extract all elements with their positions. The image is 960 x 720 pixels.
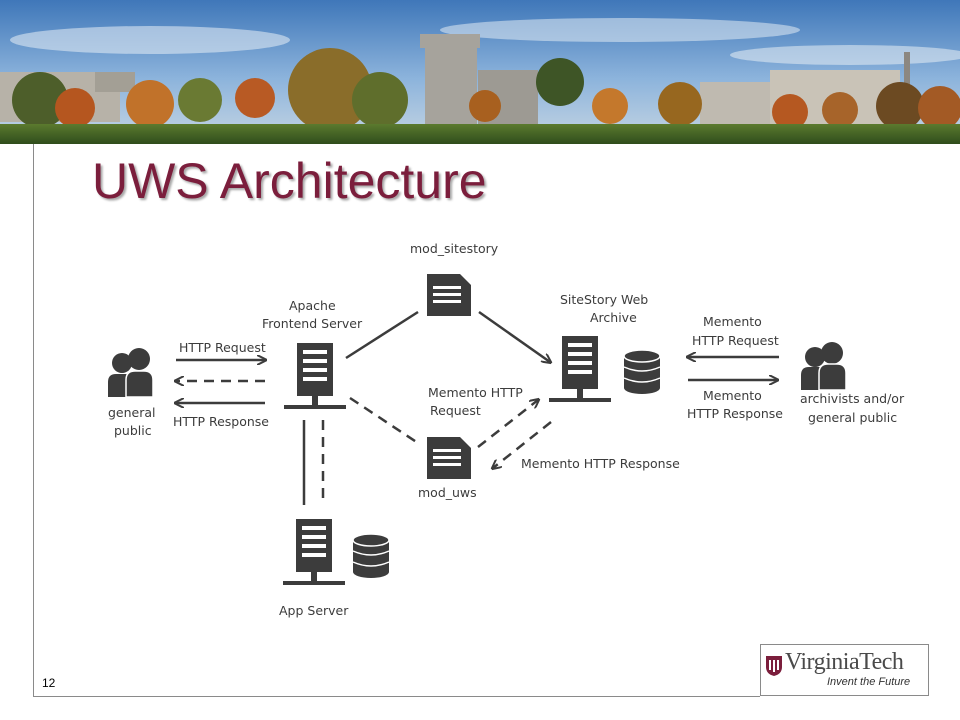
- sitestory-to-archive-arrow: [478, 310, 550, 362]
- memento-response-label-2: HTTP Response: [687, 406, 783, 421]
- apache-label-2: Frontend Server: [262, 316, 363, 331]
- mod-sitestory-label: mod_sitestory: [410, 241, 499, 256]
- people-icon: [801, 342, 847, 391]
- apache-to-moduws-dashed-line: [349, 396, 419, 445]
- memento-http-label-1: Memento HTTP: [428, 385, 523, 400]
- campus-banner: [0, 0, 960, 144]
- frame-bottom-line: [33, 696, 760, 697]
- archive-to-moduws-dashed-arrow: [493, 421, 552, 468]
- moduws-to-archive-dashed-arrow: [477, 400, 538, 448]
- server-icon: [284, 343, 346, 409]
- http-response-label: HTTP Response: [173, 414, 269, 429]
- memento-request-label-1: Memento: [703, 314, 762, 329]
- page-number: 12: [42, 676, 56, 690]
- server-icon: [549, 336, 611, 402]
- database-icon: [352, 533, 390, 578]
- vt-shield-icon: [766, 656, 782, 676]
- memento-request-label-2: HTTP Request: [692, 333, 779, 348]
- archivists-label-1: archivists and/or: [800, 391, 905, 406]
- memento-response-label-1: Memento: [703, 388, 762, 403]
- memento-http-label-2: Request: [430, 403, 481, 418]
- app-server-label: App Server: [279, 603, 349, 618]
- logo-name: VirginiaTech: [785, 649, 904, 675]
- http-request-label: HTTP Request: [179, 340, 266, 355]
- apache-to-sitestory-line: [345, 310, 419, 360]
- mod-uws-label: mod_uws: [418, 485, 477, 500]
- sitestory-label-1: SiteStory Web: [560, 292, 648, 307]
- document-icon: [427, 274, 471, 316]
- database-icon: [623, 349, 661, 394]
- logo-tagline: Invent the Future: [827, 676, 911, 688]
- general-public-label-2: public: [114, 423, 152, 438]
- sitestory-label-2: Archive: [590, 310, 637, 325]
- frame-left-line: [33, 144, 34, 697]
- apache-label-1: Apache: [289, 298, 336, 313]
- slide-title: UWS Architecture: [92, 153, 487, 209]
- general-public-label-1: general: [108, 405, 156, 420]
- document-icon: [427, 437, 471, 479]
- virginia-tech-logo: VirginiaTech Invent the Future: [760, 644, 929, 696]
- memento-http-response-label: Memento HTTP Response: [521, 456, 680, 471]
- server-icon: [283, 519, 345, 585]
- people-icon: [108, 348, 154, 398]
- archivists-label-2: general public: [808, 410, 897, 425]
